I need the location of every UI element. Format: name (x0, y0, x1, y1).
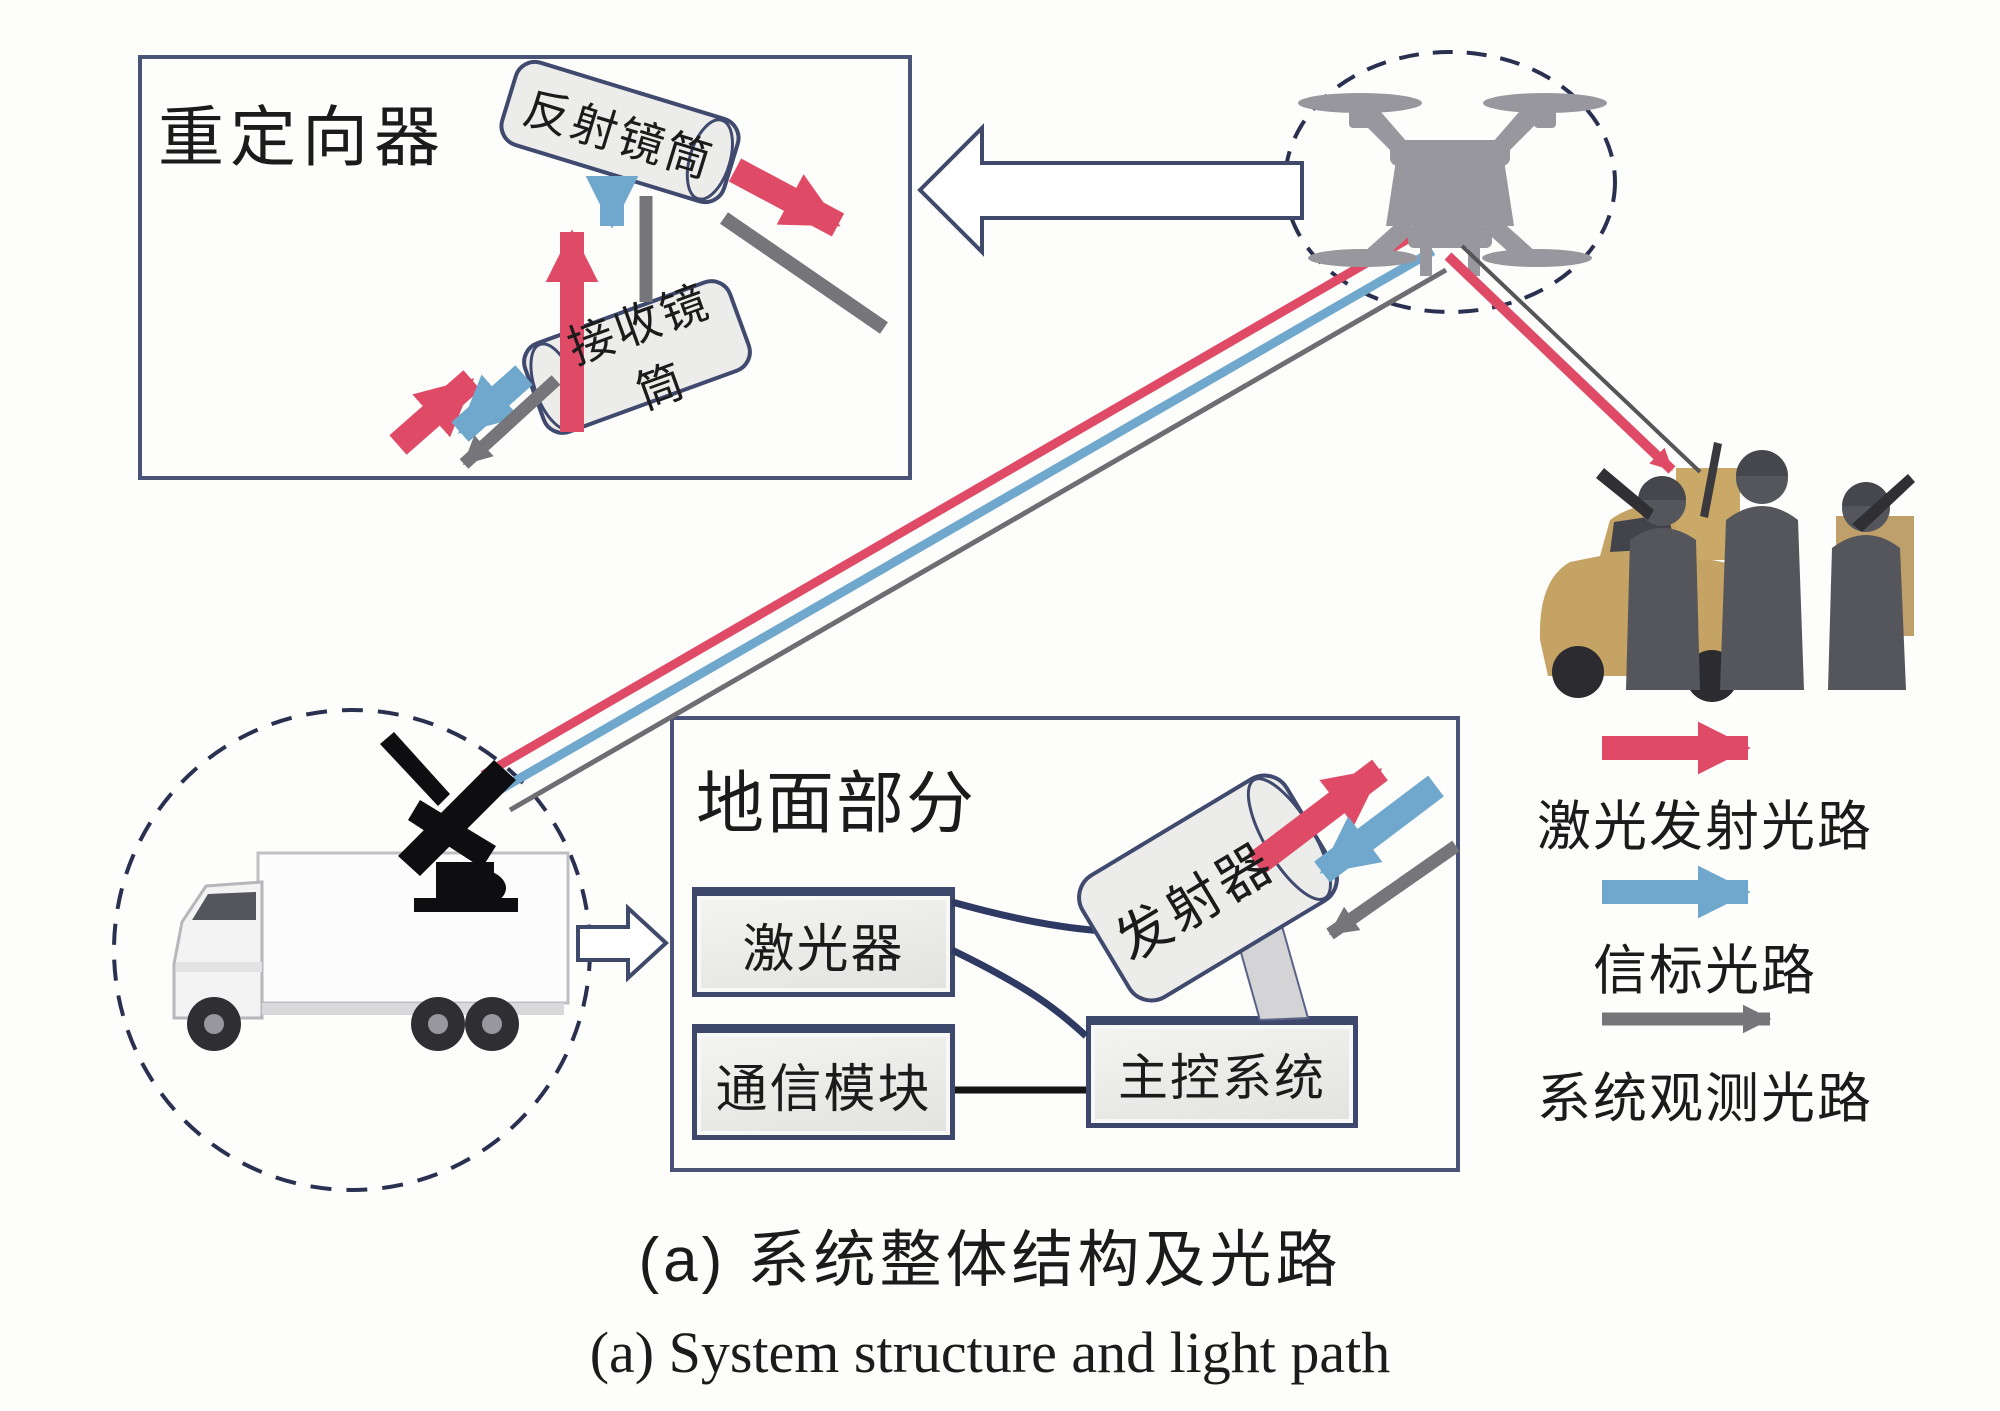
callout-arrow-drone-to-redirector (917, 123, 1304, 257)
redirector-title: 重定向器 (158, 100, 446, 174)
laser-station-truck-icon (172, 851, 570, 1051)
comm-module-label: 通信模块 (715, 1060, 932, 1119)
laser-arrow-out-of-transmitter (1248, 759, 1388, 875)
laser-arrow-out-of-reflect-tube (728, 158, 845, 237)
legend-item-laser: 激光发射光路 (1537, 796, 1873, 857)
ground-section-title: 地面部分 (696, 766, 977, 842)
laser-beam-drone-to-soldiers (1444, 252, 1676, 474)
beacon-arrow-out-of-receive-tube (451, 365, 533, 442)
ground-section-box (670, 716, 1460, 1172)
laser-label: 激光器 (742, 920, 905, 979)
laser-turret-icon (380, 732, 518, 912)
legend-item-observe: 系统观测光路 (1537, 1068, 1873, 1129)
beacon-beam-drone-to-truck (493, 247, 1436, 796)
observe-arrow-lower-left (459, 375, 561, 469)
quadcopter-drone-icon (1298, 93, 1607, 276)
reflect-tube-cylinder (499, 59, 741, 205)
observe-arrow-into-transmitter (1326, 840, 1460, 940)
observe-beam-drone-to-soldiers (1460, 244, 1702, 474)
laser-arrow-into-receive-tube (389, 370, 481, 455)
caption-english: (a) System structure and light path (589, 1319, 1391, 1385)
callout-arrow-truck-to-ground (576, 903, 669, 983)
observe-beam-drone-to-truck (508, 267, 1448, 813)
comm-module-box: 通信模块 (692, 1024, 955, 1140)
caption-chinese: (a) 系统整体结构及光路 (638, 1226, 1342, 1295)
main-control-label: 主控系统 (1118, 1050, 1326, 1106)
drone-dashed-ellipse (1283, 50, 1617, 314)
beacon-arrow-into-transmitter (1314, 775, 1444, 883)
observe-line-reflect-tube (720, 212, 888, 334)
legend-item-beacon: 信标光路 (1593, 940, 1817, 1001)
wire-laser-to-control (950, 946, 1089, 1039)
soldiers-vehicle-photo (1539, 442, 1915, 702)
laser-box: 激光器 (692, 887, 955, 997)
redirector-box (138, 55, 912, 480)
laser-beam-drone-to-truck (480, 228, 1423, 779)
main-control-box: 主控系统 (1086, 1016, 1358, 1128)
